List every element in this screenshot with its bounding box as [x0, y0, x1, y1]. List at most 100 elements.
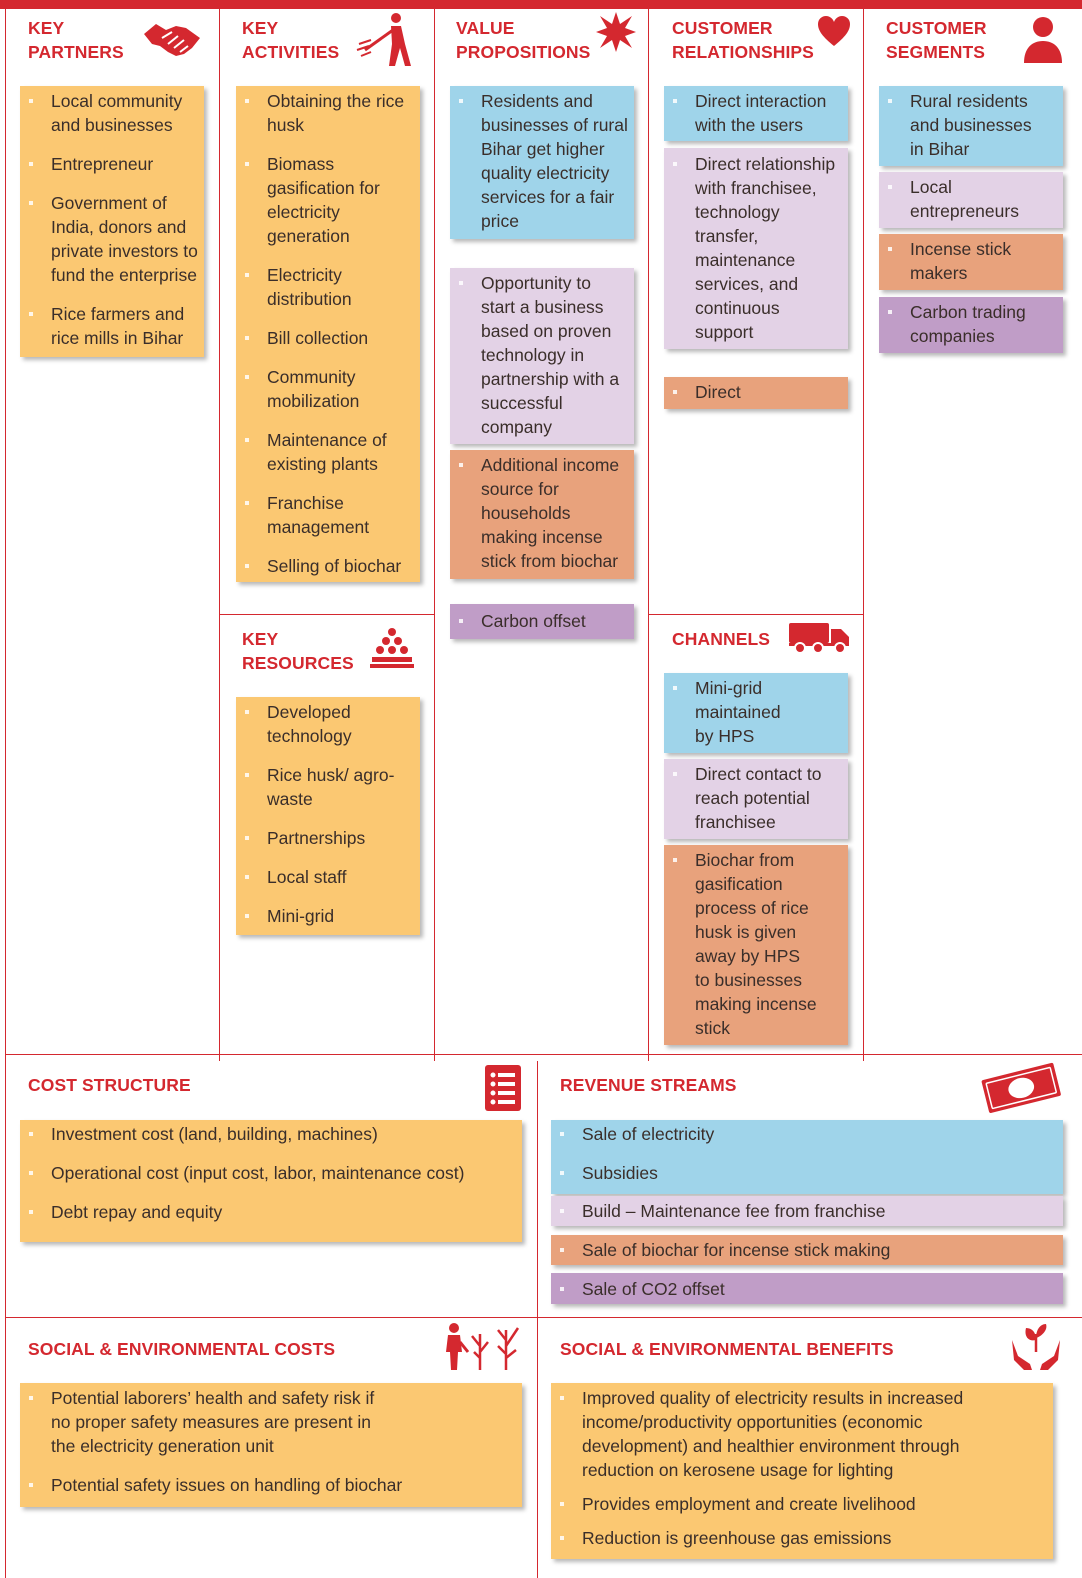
- list-item: Direct relationship with franchisee, tec…: [664, 152, 848, 344]
- key-resources-card: Developed technology Rice husk/ agro-was…: [236, 697, 420, 935]
- divider: [219, 614, 434, 615]
- list-item: Opportunity to start a business based on…: [450, 271, 634, 439]
- title-line: KEY: [242, 18, 279, 38]
- list-item: Investment cost (land, building, machine…: [20, 1122, 522, 1146]
- list-item: Local community and businesses: [20, 89, 204, 137]
- title-line: ACTIVITIES: [242, 42, 340, 62]
- list-item: Partnerships: [236, 826, 420, 850]
- divider: [5, 1317, 1082, 1318]
- truck-icon: [789, 623, 849, 654]
- relationship-card: Direct: [664, 377, 848, 409]
- list-item: Residents and businesses of rural Bihar …: [450, 89, 634, 233]
- key-partners-card: Local community and businesses Entrepren…: [20, 86, 204, 357]
- title-line: SOCIAL & ENVIRONMENTAL BENEFITS: [560, 1339, 894, 1359]
- title-line: CUSTOMER: [886, 18, 987, 38]
- list-item: Obtaining the rice husk: [236, 89, 420, 137]
- title-line: PROPOSITIONS: [456, 42, 591, 62]
- list-item: Rural residents and businesses in Bihar: [879, 89, 1063, 161]
- revenue-streams-title: REVENUE STREAMS: [560, 1073, 737, 1097]
- starburst-icon: [596, 12, 636, 52]
- list-item: Build – Maintenance fee from franchise: [551, 1199, 1063, 1223]
- list-item: Potential safety issues on handling of b…: [20, 1473, 522, 1497]
- divider: [5, 1054, 1082, 1055]
- channel-card: Direct contact to reach potential franch…: [664, 759, 848, 839]
- divider: [219, 9, 220, 1061]
- title-line: KEY: [28, 18, 65, 38]
- social-benefits-card: Improved quality of electricity results …: [551, 1383, 1053, 1559]
- list-item: Mini-grid: [236, 904, 420, 928]
- cost-structure-title: COST STRUCTURE: [28, 1073, 191, 1097]
- list-icon: [485, 1065, 521, 1111]
- title-line: SOCIAL & ENVIRONMENTAL COSTS: [28, 1339, 336, 1359]
- list-item: Maintenance of existing plants: [236, 428, 420, 476]
- title-line: SEGMENTS: [886, 42, 986, 62]
- list-item: Subsidies: [551, 1161, 1063, 1185]
- title-line: KEY: [242, 629, 279, 649]
- list-item: Local staff: [236, 865, 420, 889]
- list-item: Debt repay and equity: [20, 1200, 522, 1224]
- customer-segments-title: CUSTOMER SEGMENTS: [886, 16, 987, 64]
- list-item: Potential laborers’ health and safety ri…: [20, 1386, 522, 1458]
- title-line: CUSTOMER: [672, 18, 773, 38]
- social-benefits-title: SOCIAL & ENVIRONMENTAL BENEFITS: [560, 1337, 894, 1361]
- heart-icon: [818, 16, 850, 46]
- value-prop-card: Additional income source for households …: [450, 450, 634, 579]
- segment-card: Rural residents and businesses in Bihar: [879, 86, 1063, 166]
- value-prop-card: Residents and businesses of rural Bihar …: [450, 86, 634, 239]
- revenue-item: Sale of biochar for incense stick making: [551, 1235, 1063, 1265]
- segment-card: Local entrepreneurs: [879, 172, 1063, 228]
- list-item: Developed technology: [236, 700, 420, 748]
- revenue-item: Sale of CO2 offset: [551, 1273, 1063, 1304]
- divider: [648, 614, 863, 615]
- social-costs-card: Potential laborers’ health and safety ri…: [20, 1383, 522, 1507]
- title-line: REVENUE STREAMS: [560, 1075, 737, 1095]
- list-item: Franchise management: [236, 491, 420, 539]
- list-item: Mini-grid maintained by HPS: [664, 676, 848, 748]
- banknote-icon: [981, 1062, 1061, 1113]
- hands-plant-icon: [1012, 1324, 1060, 1370]
- list-item: Local entrepreneurs: [879, 175, 1063, 223]
- list-item: Sale of biochar for incense stick making: [551, 1238, 1063, 1262]
- list-item: Sale of CO2 offset: [551, 1277, 1063, 1301]
- title-line: RELATIONSHIPS: [672, 42, 814, 62]
- title-line: CHANNELS: [672, 629, 771, 649]
- list-item: Direct contact to reach potential franch…: [664, 762, 848, 834]
- list-item: Additional income source for households …: [450, 453, 634, 573]
- social-costs-title: SOCIAL & ENVIRONMENTAL COSTS: [28, 1337, 335, 1361]
- key-activities-title: KEY ACTIVITIES: [242, 16, 339, 64]
- list-item: Sale of electricity: [551, 1122, 1063, 1146]
- list-item: Bill collection: [236, 326, 420, 350]
- customer-relationships-title: CUSTOMER RELATIONSHIPS: [672, 16, 814, 64]
- resources-pile-icon: [370, 628, 414, 668]
- key-resources-title: KEY RESOURCES: [242, 627, 354, 675]
- segment-card: Incense stick makers: [879, 234, 1063, 290]
- key-activities-card: Obtaining the rice husk Biomass gasifica…: [236, 86, 420, 582]
- divider: [863, 9, 864, 1061]
- title-line: COST STRUCTURE: [28, 1075, 191, 1095]
- revenue-item: Build – Maintenance fee from franchise: [551, 1196, 1063, 1226]
- person-dead-trees-icon: [446, 1323, 520, 1370]
- revenue-item: Subsidies: [551, 1161, 1063, 1185]
- list-item: Entrepreneur: [20, 152, 204, 176]
- handshake-icon: [144, 24, 200, 56]
- title-line: VALUE: [456, 18, 515, 38]
- list-item: Reduction is greenhouse gas emissions: [551, 1526, 1053, 1550]
- list-item: Operational cost (input cost, labor, mai…: [20, 1161, 522, 1185]
- value-prop-card: Opportunity to start a business based on…: [450, 268, 634, 444]
- list-item: Direct: [664, 380, 848, 404]
- value-propositions-title: VALUE PROPOSITIONS: [456, 16, 590, 64]
- relationship-card: Direct relationship with franchisee, tec…: [664, 148, 848, 349]
- list-item: Carbon trading companies: [879, 300, 1063, 348]
- list-item: Rice farmers and rice mills in Bihar: [20, 302, 204, 350]
- worker-icon: [356, 13, 411, 66]
- title-line: RESOURCES: [242, 653, 354, 673]
- value-prop-card: Carbon offset: [450, 604, 634, 639]
- list-item: Carbon offset: [450, 609, 634, 633]
- list-item: Biomass gasification for electricity gen…: [236, 152, 420, 248]
- list-item: Improved quality of electricity results …: [551, 1386, 1053, 1482]
- channel-card: Biochar from gasification process of ric…: [664, 845, 848, 1045]
- list-item: Incense stick makers: [879, 237, 1063, 285]
- person-icon: [1024, 17, 1062, 63]
- relationship-card: Direct interaction with the users: [664, 86, 848, 141]
- key-partners-title: KEY PARTNERS: [28, 16, 124, 64]
